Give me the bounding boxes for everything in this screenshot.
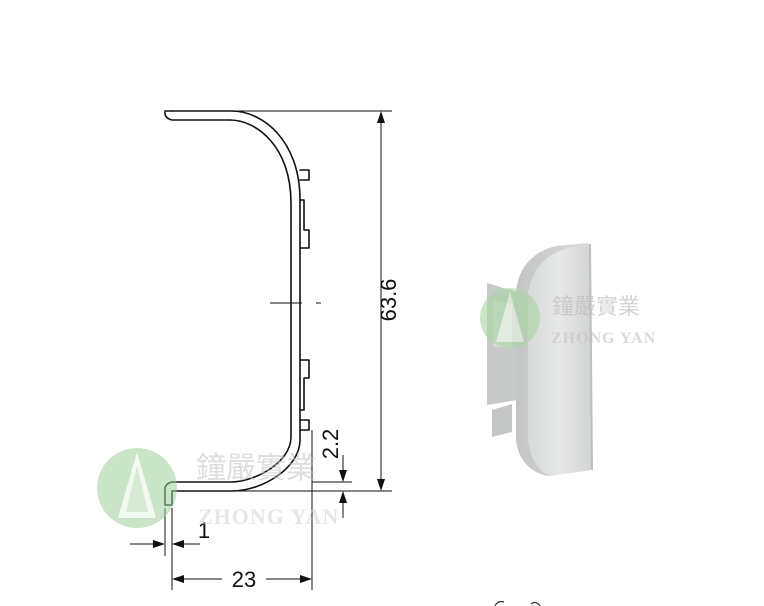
watermark-logo-large: 鐘嚴實業 ZHONG YAN	[97, 448, 339, 529]
profile-rib-4	[299, 419, 310, 431]
arrow-1-right	[172, 540, 184, 548]
watermark-small-tree-icon	[496, 292, 524, 342]
watermark-tree-icon	[118, 452, 156, 518]
watermark-english: ZHONG YAN	[198, 504, 339, 529]
dimension-height-label: 63.6	[376, 279, 401, 322]
profile-outer-edge	[171, 110, 301, 492]
end-cap-front-face	[528, 244, 592, 476]
arrow-2-2-bottom	[339, 491, 347, 503]
bottom-edge-marks	[494, 600, 541, 606]
profile-rib-1	[299, 169, 310, 181]
dimension-lines	[130, 110, 392, 590]
watermark-logo-small: 鐘嚴實業 ZHONG YAN	[480, 288, 656, 348]
dimension-lip-label: 2.2	[318, 429, 343, 460]
arrow-23-right	[300, 575, 312, 583]
profile-rib-3	[299, 359, 310, 411]
arrow-63-top	[377, 111, 385, 123]
dimension-width-label: 23	[232, 567, 256, 592]
watermark-small-english: ZHONG YAN	[551, 330, 656, 347]
arrow-23-left	[172, 575, 184, 583]
profile-cross-section	[164, 110, 310, 506]
profile-rib-2	[299, 199, 310, 249]
end-cap-image	[487, 243, 593, 476]
profile-top-hook	[164, 110, 231, 121]
dimension-arrowheads	[153, 111, 385, 583]
watermark-chinese: 鐘嚴實業	[196, 451, 316, 486]
arrow-63-bottom	[377, 479, 385, 491]
dimension-thickness-label: 1	[198, 518, 210, 543]
arrow-2-2-top	[339, 470, 347, 482]
arrow-1-left	[153, 540, 165, 548]
profile-inner-edge	[171, 119, 292, 483]
watermark-small-chinese: 鐘嚴實業	[552, 295, 640, 320]
